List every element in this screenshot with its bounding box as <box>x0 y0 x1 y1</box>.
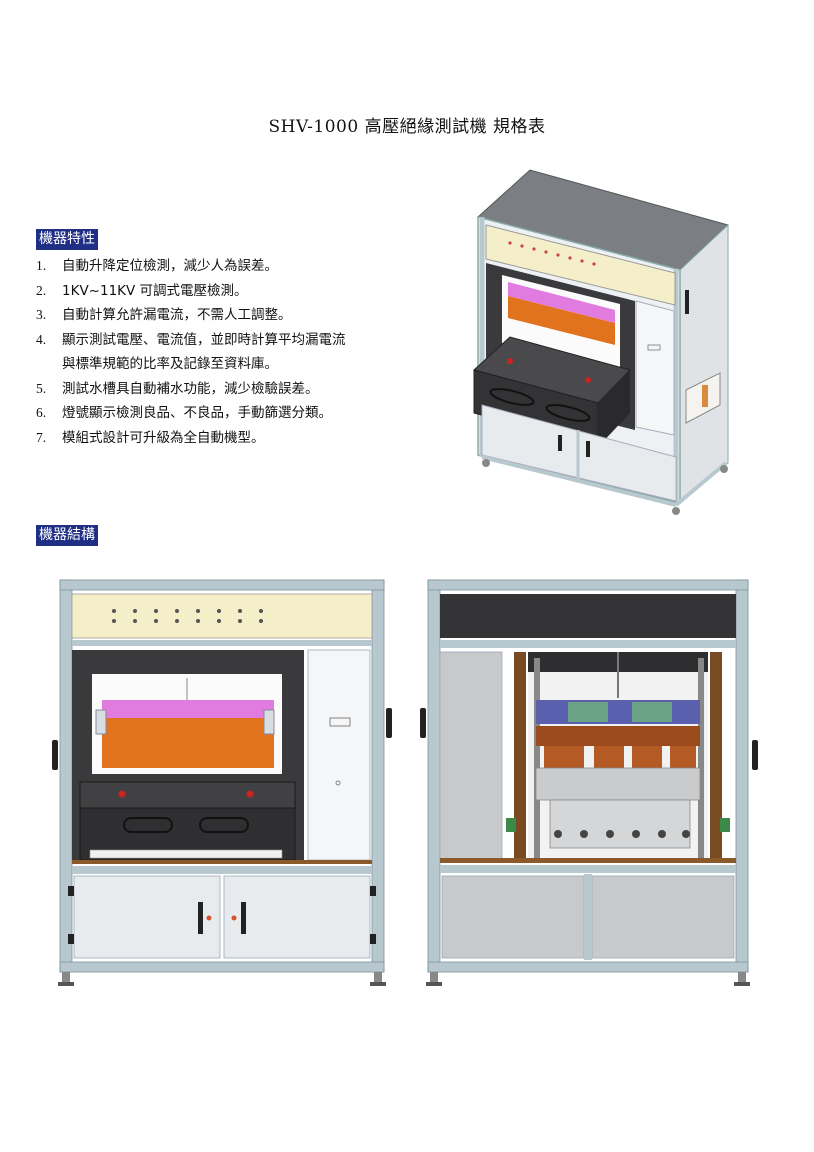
machine-front-view-image <box>52 579 392 986</box>
page-title: SHV-1000 高壓絕緣測試機 規格表 <box>268 117 546 137</box>
feature-item: 7.模組式設計可升級為全自動機型。 <box>36 429 265 446</box>
structure-section-label: 機器結構 <box>36 525 98 546</box>
features-section-label: 機器特性 <box>36 229 98 250</box>
feature-item: 4.顯示測試電壓、電流值，並即時計算平均漏電流與標準規範的比率及記錄至資料庫。 <box>36 328 436 377</box>
machine-isometric-image <box>472 169 729 515</box>
features-list: 1.自動升降定位檢測，減少人為誤差。 2.1KV~11KV 可調式電壓檢測。 3… <box>36 254 436 450</box>
feature-item: 1.自動升降定位檢測，減少人為誤差。 <box>36 258 278 274</box>
feature-item: 2.1KV~11KV 可調式電壓檢測。 <box>36 282 248 299</box>
feature-item: 3.自動計算允許漏電流，不需人工調整。 <box>36 307 292 323</box>
feature-item-continuation: 與標準規範的比率及記錄至資料庫。 <box>62 356 278 372</box>
machine-internal-view-image <box>420 579 758 986</box>
feature-item: 5.測試水槽具自動補水功能，減少檢驗誤差。 <box>36 380 319 397</box>
feature-item: 6.燈號顯示檢測良品、不良品，手動篩選分類。 <box>36 405 332 421</box>
